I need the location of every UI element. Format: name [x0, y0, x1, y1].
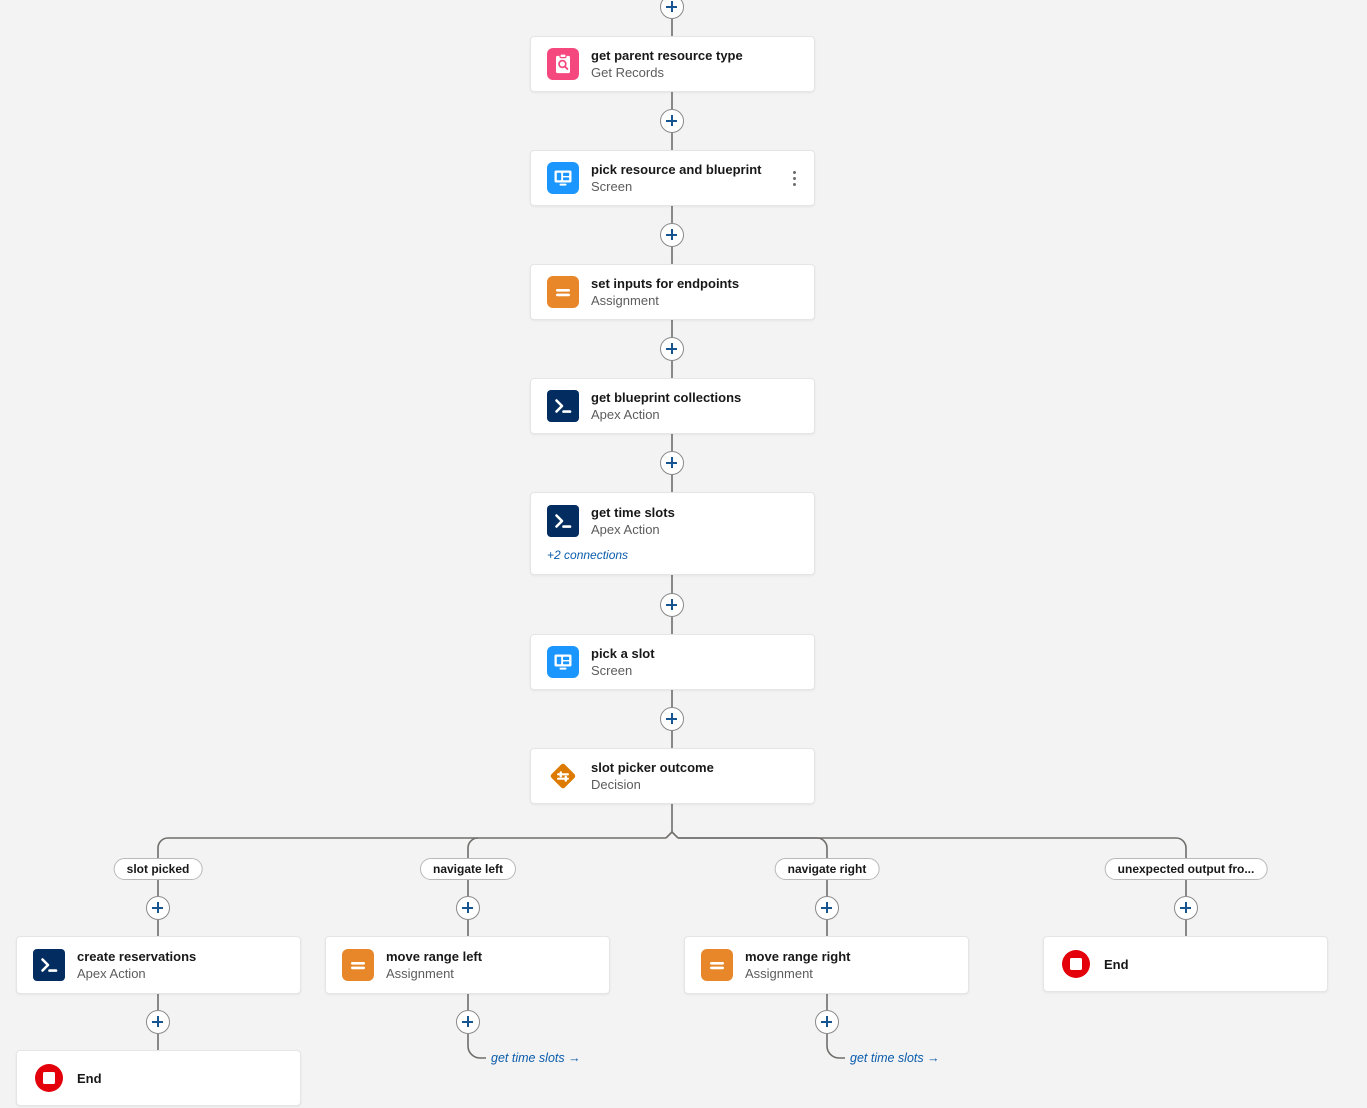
add-element-button-top[interactable]: [660, 0, 684, 19]
flow-node-end-unexpected-output[interactable]: End: [1043, 936, 1328, 992]
add-element-button-after-get-parent-resource-type[interactable]: [660, 109, 684, 133]
flow-node-title: get time slots: [591, 505, 675, 520]
flow-node-subtitle: Screen: [591, 179, 633, 194]
flow-node-subtitle: Apex Action: [591, 522, 660, 537]
branch-label-navigate-right[interactable]: navigate right: [774, 858, 880, 880]
kebab-dot: [792, 176, 796, 180]
flow-node-subtitle: Screen: [591, 663, 633, 678]
assignment-icon: [701, 949, 733, 981]
node-menu-button[interactable]: [786, 168, 802, 188]
decision-icon: [550, 763, 576, 789]
flow-node-pick-resource-and-blueprint[interactable]: pick resource and blueprint Screen: [530, 150, 815, 206]
flow-node-title: get blueprint collections: [591, 390, 742, 405]
flow-node-subtitle: Apex Action: [591, 407, 660, 422]
flow-node-get-parent-resource-type[interactable]: get parent resource type Get Records: [530, 36, 815, 92]
flow-node-pick-a-slot[interactable]: pick a slot Screen: [530, 634, 815, 690]
goto-connector-navigate-right[interactable]: get time slots →: [850, 1051, 940, 1065]
branch-label-slot-picked[interactable]: slot picked: [113, 858, 203, 880]
add-element-button-after-pick-resource-and-blueprint[interactable]: [660, 223, 684, 247]
add-element-button-after-create-reservations[interactable]: [146, 1010, 170, 1034]
flow-node-subtitle: Apex Action: [77, 966, 146, 981]
flow-node-title: End: [77, 1070, 102, 1086]
flow-node-title: set inputs for endpoints: [591, 276, 740, 291]
flow-node-set-inputs-for-endpoints[interactable]: set inputs for endpoints Assignment: [530, 264, 815, 320]
branch-label-navigate-left[interactable]: navigate left: [419, 858, 517, 880]
flow-node-create-reservations[interactable]: create reservations Apex Action: [16, 936, 301, 994]
flow-node-get-time-slots[interactable]: get time slots Apex Action +2 connection…: [530, 492, 815, 575]
flow-node-title: get parent resource type: [591, 48, 743, 63]
flow-node-title: End: [1104, 956, 1129, 972]
flow-node-slot-picker-outcome[interactable]: slot picker outcome Decision: [530, 748, 815, 804]
flow-node-get-blueprint-collections[interactable]: get blueprint collections Apex Action: [530, 378, 815, 434]
flow-node-subtitle: Assignment: [386, 966, 454, 981]
goto-arrow-icon: →: [568, 1051, 581, 1065]
flow-node-title: pick resource and blueprint: [591, 162, 762, 177]
flow-node-title: slot picker outcome: [591, 760, 714, 775]
kebab-dot: [792, 182, 796, 186]
add-element-button-on-unexpected-output[interactable]: [1174, 896, 1198, 920]
add-element-button-after-get-blueprint-collections[interactable]: [660, 451, 684, 475]
flow-node-title: create reservations: [77, 949, 197, 964]
add-element-button-on-slot-picked[interactable]: [146, 896, 170, 920]
flow-node-subtitle: Decision: [591, 777, 641, 792]
flow-node-move-range-left[interactable]: move range left Assignment: [325, 936, 610, 994]
flow-node-move-range-right[interactable]: move range right Assignment: [684, 936, 969, 994]
add-element-button-after-set-inputs-for-endpoints[interactable]: [660, 337, 684, 361]
flow-node-subtitle: Assignment: [591, 293, 659, 308]
get-records-icon: [547, 48, 579, 80]
screen-icon: [547, 162, 579, 194]
apex-action-icon: [33, 949, 65, 981]
end-icon: [35, 1064, 63, 1092]
add-element-button-on-navigate-left[interactable]: [456, 896, 480, 920]
add-element-button-after-move-range-left[interactable]: [456, 1010, 480, 1034]
branch-label-unexpected-output[interactable]: unexpected output fro...: [1104, 858, 1268, 880]
add-element-button-on-navigate-right[interactable]: [815, 896, 839, 920]
assignment-icon: [342, 949, 374, 981]
end-icon: [1062, 950, 1090, 978]
add-element-button-after-move-range-right[interactable]: [815, 1010, 839, 1034]
flow-node-title: move range left: [386, 949, 483, 964]
kebab-dot: [792, 170, 796, 174]
goto-label-text: get time slots: [850, 1051, 924, 1065]
goto-label-text: get time slots: [491, 1051, 565, 1065]
flow-node-subtitle: Assignment: [745, 966, 813, 981]
screen-icon: [547, 646, 579, 678]
flow-node-title: move range right: [745, 949, 851, 964]
add-element-button-after-pick-a-slot[interactable]: [660, 707, 684, 731]
add-element-button-after-get-time-slots[interactable]: [660, 593, 684, 617]
flow-node-title: pick a slot: [591, 646, 655, 661]
apex-action-icon: [547, 505, 579, 537]
goto-arrow-icon: →: [927, 1051, 940, 1065]
incoming-connections-link[interactable]: +2 connections: [547, 548, 629, 562]
flow-node-subtitle: Get Records: [591, 65, 664, 80]
goto-connector-navigate-left[interactable]: get time slots →: [491, 1051, 581, 1065]
assignment-icon: [547, 276, 579, 308]
apex-action-icon: [547, 390, 579, 422]
flow-node-end-slot-picked[interactable]: End: [16, 1050, 301, 1106]
